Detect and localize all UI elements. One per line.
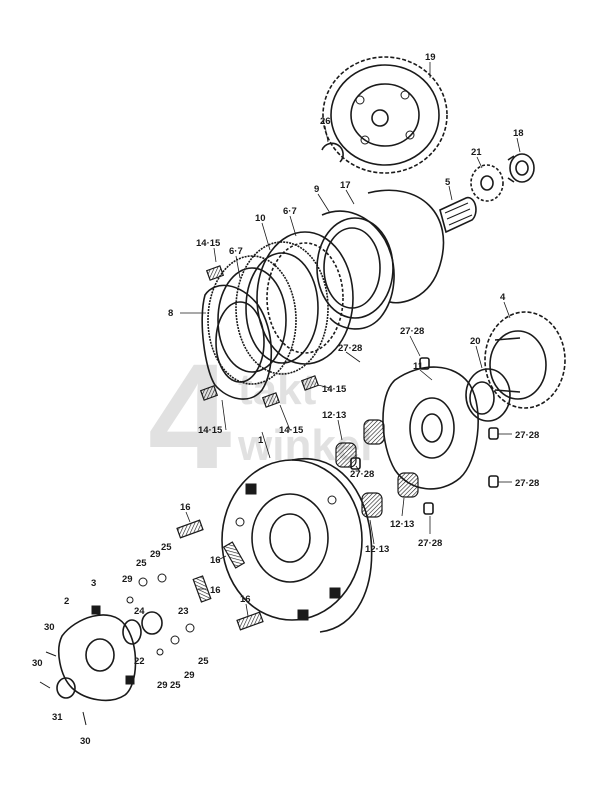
label-12-13-mid: 12·13: [390, 519, 414, 530]
label-30-top: 30: [44, 622, 55, 633]
label-1: 1: [258, 435, 264, 446]
label-4: 4: [500, 292, 506, 303]
label-31: 31: [52, 712, 63, 723]
label-27-28-left: 27·28: [338, 343, 362, 354]
label-25-top: 25: [161, 542, 172, 553]
label-19: 19: [425, 52, 436, 63]
part-2-3-cover-plate: [58, 605, 137, 702]
label-6-7-front: 6·7: [229, 246, 243, 257]
label-23: 23: [178, 606, 189, 617]
label-6-7-rear: 6·7: [283, 206, 297, 217]
label-16-top: 16: [180, 502, 191, 513]
label-27-28-bottom: 27·28: [418, 538, 442, 549]
part-19-primary-gear: [322, 56, 448, 174]
callout-labels: 19 26 18 21 5 9 17 10 6·7 14·15 6·7 8 4 …: [32, 52, 539, 747]
label-22: 22: [134, 656, 145, 667]
label-3: 3: [91, 578, 96, 589]
part-10-friction-disc: [235, 241, 329, 375]
part-1-clutch-housing: [221, 457, 373, 633]
label-8: 8: [168, 308, 173, 319]
label-18: 18: [513, 128, 524, 139]
label-12-13-top: 12·13: [322, 410, 346, 421]
label-16-bottom: 16: [240, 594, 251, 605]
part-11-clutch-hub: [382, 366, 479, 490]
label-21: 21: [471, 147, 482, 158]
label-2: 2: [64, 596, 69, 607]
label-14-15-right: 14·15: [279, 425, 304, 436]
part-20-center-ring: [465, 368, 511, 422]
label-27-28-r1: 27·28: [515, 430, 539, 441]
part-17-wire-ring: [367, 189, 445, 304]
label-30-bottom: 30: [80, 736, 91, 747]
part-16-springs: [176, 519, 264, 631]
label-5: 5: [445, 177, 451, 188]
label-25-bottom-a: 25: [170, 680, 181, 691]
label-10: 10: [255, 213, 266, 224]
label-20: 20: [470, 336, 481, 347]
label-29-mid: 29: [122, 574, 133, 585]
part-22-31-30-bearing-and-screws: [39, 651, 87, 726]
label-16-left: 16: [210, 555, 221, 566]
label-25-mid: 25: [136, 558, 147, 569]
label-30-left: 30: [32, 658, 43, 669]
label-29-bottom-a: 29: [157, 680, 168, 691]
label-29-bottom-b: 29: [184, 670, 195, 681]
label-29-top: 29: [150, 549, 161, 560]
leader-lines: [180, 62, 521, 617]
label-16-mid: 16: [210, 585, 221, 596]
label-27-28-r2: 27·28: [515, 478, 539, 489]
part-23-24-cam-and-washers: [122, 573, 195, 656]
label-14-15-left: 14·15: [198, 425, 223, 436]
label-25-bottom-b: 25: [198, 656, 209, 667]
label-27-28-center: 27·28: [350, 469, 374, 480]
label-27-28-top: 27·28: [400, 326, 424, 337]
part-6-7-clutch-plate-rear: [256, 231, 354, 365]
part-6-7-clutch-plate-front: [207, 255, 297, 385]
part-4-clutch-drum: [484, 311, 566, 409]
label-24: 24: [134, 606, 145, 617]
part-18-bearing: [507, 153, 535, 183]
part-27-28-rollers: [350, 357, 499, 515]
label-9: 9: [314, 184, 319, 195]
part-8-outer-plate: [201, 284, 273, 400]
part-5-needle-bearing: [439, 196, 477, 234]
label-11: 11: [413, 361, 424, 372]
part-14-15-springs: [199, 265, 320, 408]
label-26: 26: [320, 116, 331, 127]
label-12-13-bottom: 12·13: [365, 544, 389, 555]
part-26-circlip: [321, 142, 344, 163]
label-14-15-top: 14·15: [196, 238, 221, 249]
part-21-small-gear: [470, 164, 504, 202]
label-14-15-mid: 14·15: [322, 384, 347, 395]
watermark-numeral: 4: [148, 332, 231, 500]
label-17: 17: [340, 180, 351, 191]
